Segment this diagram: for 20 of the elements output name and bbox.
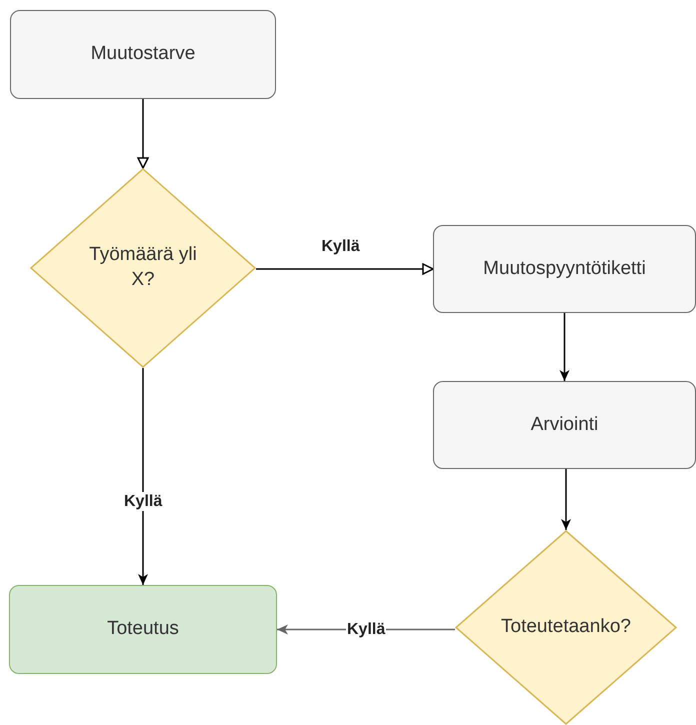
- arrow: [560, 313, 570, 381]
- arrow: [137, 99, 149, 169]
- node-text: Toteutetaanko?: [501, 615, 631, 640]
- process-box: [10, 10, 276, 99]
- node-text: Arviointi: [530, 412, 598, 437]
- arrow: [256, 263, 434, 275]
- node-text: Muutospyyntötiketti: [483, 256, 646, 281]
- edge-label: Kyllä: [123, 492, 164, 512]
- node-text: Toteutus: [107, 617, 179, 642]
- process-box: [433, 225, 696, 313]
- process-box: [9, 585, 277, 674]
- arrow: [138, 368, 148, 585]
- process-box: [433, 381, 696, 469]
- edge-label: Kyllä: [346, 620, 386, 640]
- node-text: Työmäärä yli X?: [88, 243, 198, 292]
- edge-label: Kyllä: [320, 237, 361, 256]
- arrow: [561, 469, 571, 530]
- decision-diamond: [455, 530, 677, 725]
- node-text: Muutostarve: [90, 42, 196, 66]
- decision-diamond: [30, 168, 256, 368]
